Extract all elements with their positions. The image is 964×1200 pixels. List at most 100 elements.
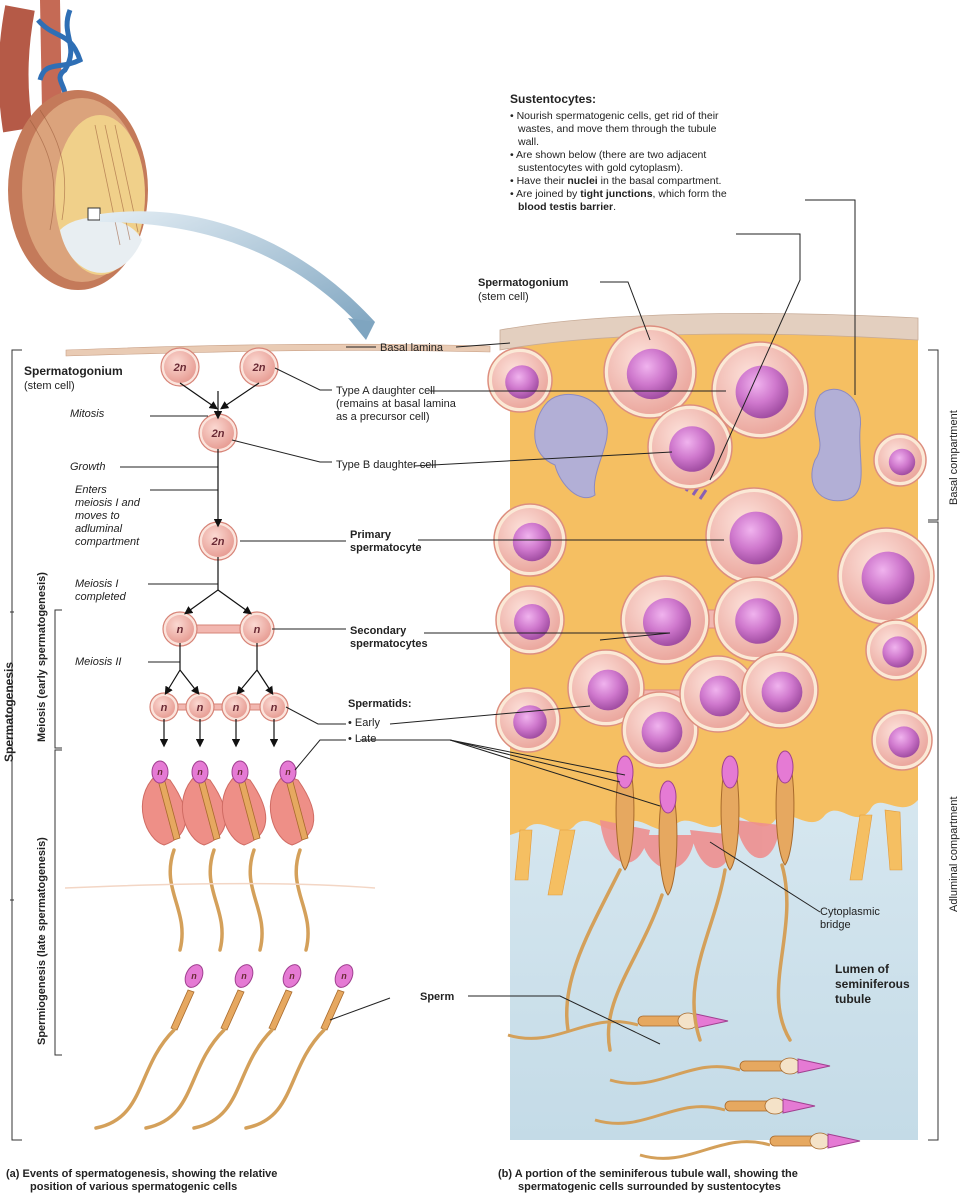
cell-nucleus: [882, 636, 914, 668]
leader-line: [231, 439, 332, 463]
bullet-4b: blood testis barrier.: [518, 201, 617, 213]
lumen-sperm: [639, 1132, 861, 1160]
spermatid-head: [721, 755, 739, 789]
late-spermatid: [775, 750, 795, 866]
sperm-midpiece: [170, 989, 195, 1031]
spermatid-bridge: [163, 703, 277, 711]
leader-line: [709, 233, 801, 481]
cell-nucleus: [505, 365, 539, 399]
bracket-line: [928, 521, 939, 1141]
spermatogenic-cell: [647, 404, 733, 490]
right-stem-cell-label: (stem cell): [478, 291, 529, 303]
cell-nucleus: [888, 448, 916, 476]
ploidy-label: n: [157, 767, 163, 777]
lineage-arrow: [184, 557, 219, 615]
spermatid-head: [279, 760, 297, 784]
spermatogenic-cell: [495, 585, 565, 655]
spermatids-label: Spermatids:: [348, 698, 412, 710]
ploidy-label: n: [341, 971, 347, 981]
spermatogenic-cell: [713, 576, 799, 662]
sperm-tail: [144, 1028, 226, 1130]
cell-nucleus: [641, 711, 683, 753]
spermatid-head: [659, 780, 677, 814]
meiosis-label: Meiosis (early spermatogenesis): [36, 572, 48, 742]
type-a-daughter-cell: [239, 347, 279, 387]
left-stem-cell-label: (stem cell): [24, 380, 75, 392]
ploidy-label: n: [191, 971, 197, 981]
cell-nucleus: [761, 671, 803, 713]
cell-body: [202, 417, 234, 449]
sustentocytes-list: • Nourish spermatogenic cells, get rid o…: [510, 110, 830, 214]
leader-line: [285, 706, 346, 725]
ploidy-label: n: [177, 624, 184, 636]
type-a-label: Type A daughter cell(remains at basal la…: [336, 385, 456, 423]
spermatogenic-cell: [621, 691, 699, 769]
leader-line: [274, 367, 332, 391]
adluminal-compartment-label: Adluminal compartment: [948, 796, 960, 912]
sperm-droplet: [764, 1097, 786, 1115]
mature-sperm: [192, 964, 302, 1130]
leader-line: [709, 841, 821, 913]
testis-illustration: [0, 0, 375, 340]
spermatid-midpiece: [615, 769, 635, 871]
sperm-tail: [594, 1105, 726, 1125]
sperm-droplet: [809, 1132, 831, 1150]
spermatogenesis-label: Spermatogenesis: [2, 661, 16, 762]
ploidy-label: n: [285, 767, 291, 777]
bullet-1a: • Nourish spermatogenic cells, get rid o…: [510, 110, 719, 122]
lineage-arrow: [220, 382, 260, 410]
cell-body: [243, 615, 271, 643]
cell-body: [263, 696, 285, 718]
bracket-lines: [10, 349, 939, 1141]
caption-a: (a) Events of spermatogenesis, showing t…: [6, 1168, 278, 1193]
sperm-midpiece: [220, 989, 245, 1031]
ploidy-label: n: [254, 624, 261, 636]
spermatogenic-cell: [603, 325, 697, 419]
cell-nucleus: [513, 705, 547, 739]
leader-line: [449, 739, 661, 807]
late-spermatid: [269, 760, 315, 846]
spermatogenic-cell: [837, 527, 935, 625]
bracket-line: [11, 349, 22, 1141]
bullet-2b: sustentocytes with gold cytoplasm).: [518, 162, 684, 174]
spermatid-head: [776, 750, 794, 784]
late-spermatid: [221, 760, 267, 846]
cell-nucleus: [643, 598, 691, 646]
late-spermatid: [181, 760, 227, 846]
spermatogenic-cell: [567, 649, 645, 727]
late-spermatid: [141, 760, 187, 846]
growth-label: Growth: [70, 461, 106, 473]
early-spermatid-cell: [149, 692, 179, 722]
spermatogenic-cell: [871, 709, 933, 771]
spermiogenesis-label: Spermiogenesis (late spermatogenesis): [36, 837, 48, 1045]
ploidy-label: n: [161, 702, 168, 714]
cell-nucleus: [735, 365, 789, 419]
leader-line: [389, 705, 591, 725]
spermatogenic-cell: [487, 347, 553, 413]
spermatid-tail: [606, 893, 664, 1052]
spermatid-midpiece: [720, 769, 740, 871]
mature-sperm: [144, 964, 254, 1130]
spermatid-midpiece: [775, 764, 795, 866]
late-spermatid: [658, 780, 678, 896]
lineage-arrow: [179, 669, 200, 695]
sperm-tail: [192, 1028, 274, 1130]
mature-sperm: [244, 964, 354, 1130]
early-spermatid-label: • Early: [348, 717, 380, 729]
sperm-tail: [609, 1065, 741, 1085]
sperm-tail: [94, 1028, 176, 1130]
lineage-arrows: [159, 382, 279, 748]
sperm-droplet: [779, 1057, 801, 1075]
cell-body: [166, 615, 194, 643]
mature-sperm: [94, 964, 204, 1130]
sperm-head: [827, 1133, 861, 1149]
spermatogenic-cell: [679, 655, 757, 733]
cell-nucleus: [699, 675, 741, 717]
ploidy-label: n: [241, 971, 247, 981]
